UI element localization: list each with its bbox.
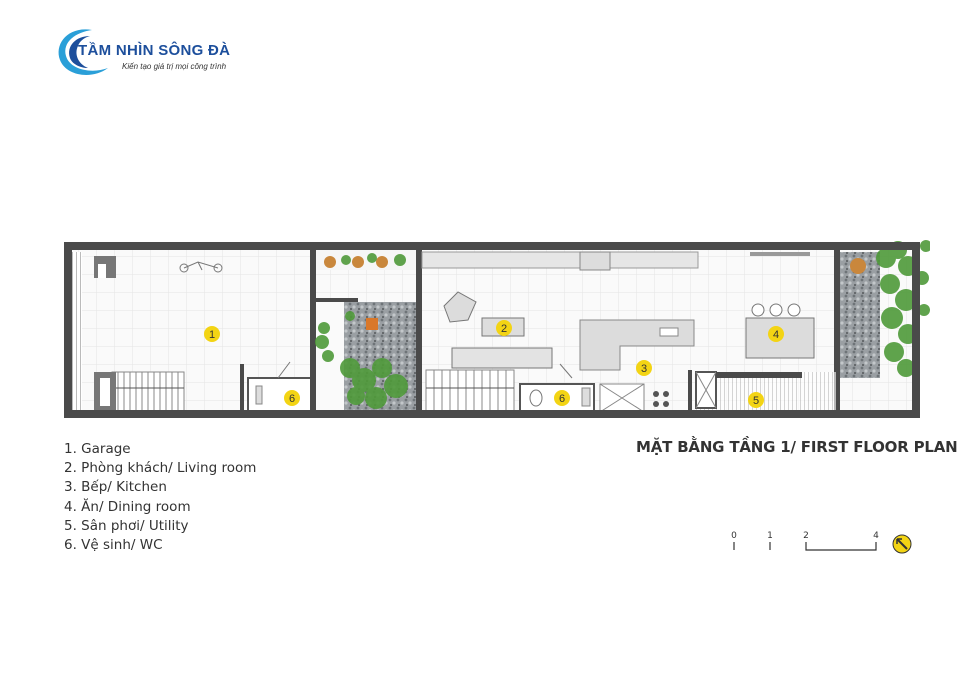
room-marker-4	[768, 326, 784, 342]
legend-item: 4. Ăn/ Dining room	[64, 498, 191, 515]
staircase-1	[111, 371, 185, 413]
scale-tick-0: 0	[731, 531, 737, 541]
room-marker-5-label: 5	[753, 395, 759, 407]
legend-item: 2. Phòng khách/ Living room	[64, 460, 257, 477]
bicycle-icon	[179, 261, 223, 273]
room-marker-1	[204, 326, 220, 342]
legend: 1. Garage 2. Phòng khách/ Living room 3.…	[64, 440, 256, 555]
plan-title: MẶT BẰNG TẦNG 1/ FIRST FLOOR PLAN	[636, 438, 958, 456]
brand-logo	[52, 24, 252, 80]
staircase-2	[425, 369, 515, 413]
outer-walls	[64, 242, 920, 418]
logo-name: TẦM NHÌN SÔNG ĐÀ	[78, 42, 231, 59]
scale-tick-1: 1	[767, 531, 773, 541]
logo-slogan: Kiến tạo giá trị mọi công trình	[122, 62, 227, 71]
wc-2	[519, 363, 595, 413]
scale-tick-4: 4	[873, 531, 879, 541]
room-marker-2	[496, 320, 512, 336]
floor-plan: 1 2 3 4 5 6 6	[64, 240, 930, 418]
room-markers: 1 2 3 4 5 6 6	[204, 320, 784, 408]
legend-item: 6. Vệ sinh/ WC	[64, 537, 163, 554]
room-marker-6a	[284, 390, 300, 406]
courtyard-1	[315, 248, 416, 418]
scale-tick-2: 2	[803, 531, 809, 541]
room-marker-2-label: 2	[501, 323, 507, 335]
legend-item: 5. Sân phơi/ Utility	[64, 517, 189, 534]
logo-swoosh-icon	[58, 29, 108, 75]
room-marker-3	[636, 360, 652, 376]
interior-walls	[240, 248, 840, 418]
room-marker-6b-label: 6	[559, 393, 565, 405]
kitchen-counter-top	[421, 251, 699, 271]
room-marker-6b	[554, 390, 570, 406]
room-marker-1-label: 1	[209, 329, 215, 341]
room-marker-6a-label: 6	[289, 393, 295, 405]
kitchen-island	[579, 319, 695, 413]
north-arrow-icon	[892, 534, 912, 554]
scale-bar: 0 1 2 4	[731, 531, 912, 554]
room-marker-4-label: 4	[773, 329, 779, 341]
scale-lines	[733, 542, 877, 551]
legend-item: 1. Garage	[64, 441, 131, 457]
room-marker-3-label: 3	[641, 363, 647, 375]
legend-item: 3. Bếp/ Kitchen	[64, 479, 167, 496]
room-marker-5	[748, 392, 764, 408]
utility-area	[695, 371, 836, 414]
